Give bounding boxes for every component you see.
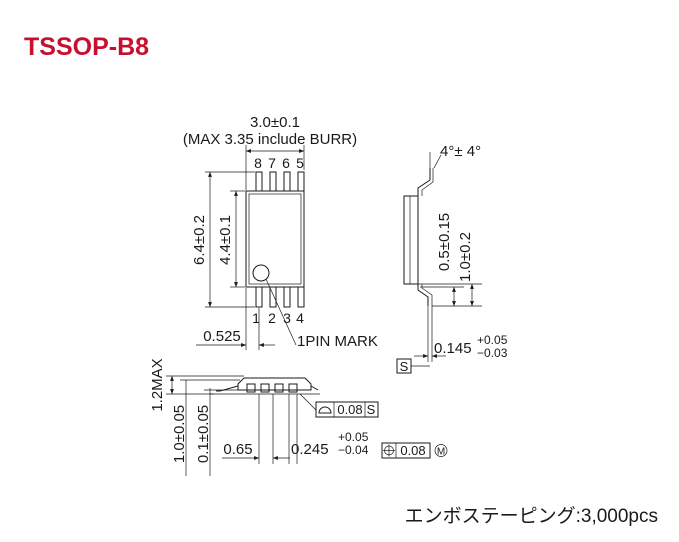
lead-length-label: 0.5±0.15 [436,213,453,271]
top-view: 8 7 6 5 1 2 3 4 3.0±0.1 (MAX 3.35 includ… [183,114,378,350]
thickness-tol-minus: −0.03 [477,346,508,360]
lead-total-label: 1.0±0.2 [457,232,474,282]
pin-number-1: 1 [252,310,260,326]
front-lead-4 [288,383,298,393]
pin-offset-label: 0.525 [203,328,241,345]
front-lead-2 [260,383,270,393]
width-note-label: (MAX 3.35 include BURR) [183,131,357,148]
package-body-outline [245,190,305,288]
package-body-inner [248,193,302,285]
lead-width-tol-minus: −0.04 [338,443,369,457]
pin-number-5: 5 [296,155,304,171]
datum-s-label: S [400,359,409,374]
pin-1-lead [255,286,263,308]
width-dimension-label: 3.0±0.1 [250,114,300,131]
pin-number-4: 4 [296,310,304,326]
thickness-tol-plus: +0.05 [477,333,508,347]
pin1-mark-leader [265,278,297,346]
profile-surface-icon [318,406,332,414]
front-lead-3 [274,383,284,393]
thickness-label: 0.145 [434,340,472,357]
pin-7-lead [269,171,277,192]
pin-2-lead [269,286,277,308]
position-frame [381,442,431,459]
pin-number-3: 3 [283,310,291,326]
lead-width-label: 0.245 [291,441,329,458]
side-lead-bottom-inner [421,284,433,306]
pin-number-8: 8 [254,155,262,171]
body-height-label: 4.4±0.1 [217,215,234,265]
pin-number-6: 6 [282,155,290,171]
flatness-frame [315,401,379,418]
pin-number-2: 2 [268,310,276,326]
outer-height-label: 6.4±0.2 [191,215,208,265]
pin1-mark-circle [252,264,270,282]
side-body-outline [403,195,419,285]
position-value: 0.08 [400,443,425,458]
angle-lead-line [433,154,442,169]
pin-4-lead [297,286,305,308]
side-lead-top-inner [421,168,434,196]
mmc-modifier-circle [434,444,448,457]
front-view: 1.2MAX 1.0±0.05 0.1±0.05 0.65 0.245 +0.0… [149,358,448,476]
flatness-datum: S [367,402,376,417]
pin-3-lead [283,286,291,308]
packaging-note: エンボステーピング:3,000pcs [405,505,658,527]
front-body-height-label: 1.0±0.05 [171,405,188,463]
front-lead-1 [246,383,256,393]
flatness-leader [299,393,317,411]
flatness-value: 0.08 [337,402,362,417]
pin-8-lead [255,171,263,192]
side-view: 4°± 4° 0.5±0.15 1.0±0.2 0.145 +0.05 −0.0… [396,143,508,374]
pitch-label: 0.65 [223,441,252,458]
mmc-modifier-label: M [437,447,445,458]
front-lead-tip-right [310,385,319,391]
max-height-label: 1.2MAX [149,358,166,411]
front-body-outline [237,377,312,391]
page-title: TSSOP-B8 [24,33,149,61]
angle-label: 4°± 4° [440,143,481,160]
side-lead-bottom [417,284,429,306]
lead-width-tol-plus: +0.05 [338,430,369,444]
pin-6-lead [283,171,291,192]
standoff-label: 0.1±0.05 [195,405,212,463]
pin-5-lead [297,171,305,192]
front-lead-tip-left [216,385,239,392]
side-lead-top [417,168,431,196]
pin-number-7: 7 [268,155,276,171]
pin1-mark-label: 1PIN MARK [297,333,378,350]
